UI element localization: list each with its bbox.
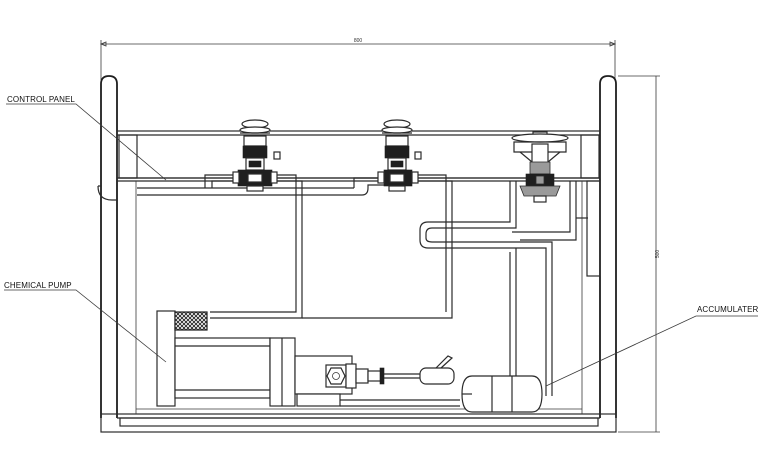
side-bracket [586, 180, 601, 277]
control-panel-label: CONTROL PANEL [7, 95, 75, 104]
base-frame [100, 408, 617, 433]
chemical-pump [156, 310, 460, 407]
tubing [137, 174, 588, 396]
valve-left [232, 119, 281, 192]
width-dimension: 800 [99, 38, 617, 80]
height-dimension: 500 [618, 75, 661, 433]
accumulater-label: ACCUMULATER [697, 305, 759, 314]
pressure-regulator [511, 131, 569, 203]
accumulator [461, 375, 543, 413]
valve-middle [377, 119, 422, 192]
left-post [97, 75, 118, 418]
chemical-pump-leader [4, 289, 167, 363]
accumulater-leader [545, 315, 758, 387]
chemical-pump-label: CHEMICAL PUMP [4, 281, 72, 290]
right-post [599, 75, 617, 418]
width-dimension-value: 800 [354, 38, 363, 44]
control-panel-leader [6, 103, 167, 181]
height-dimension-value: 500 [655, 250, 661, 259]
